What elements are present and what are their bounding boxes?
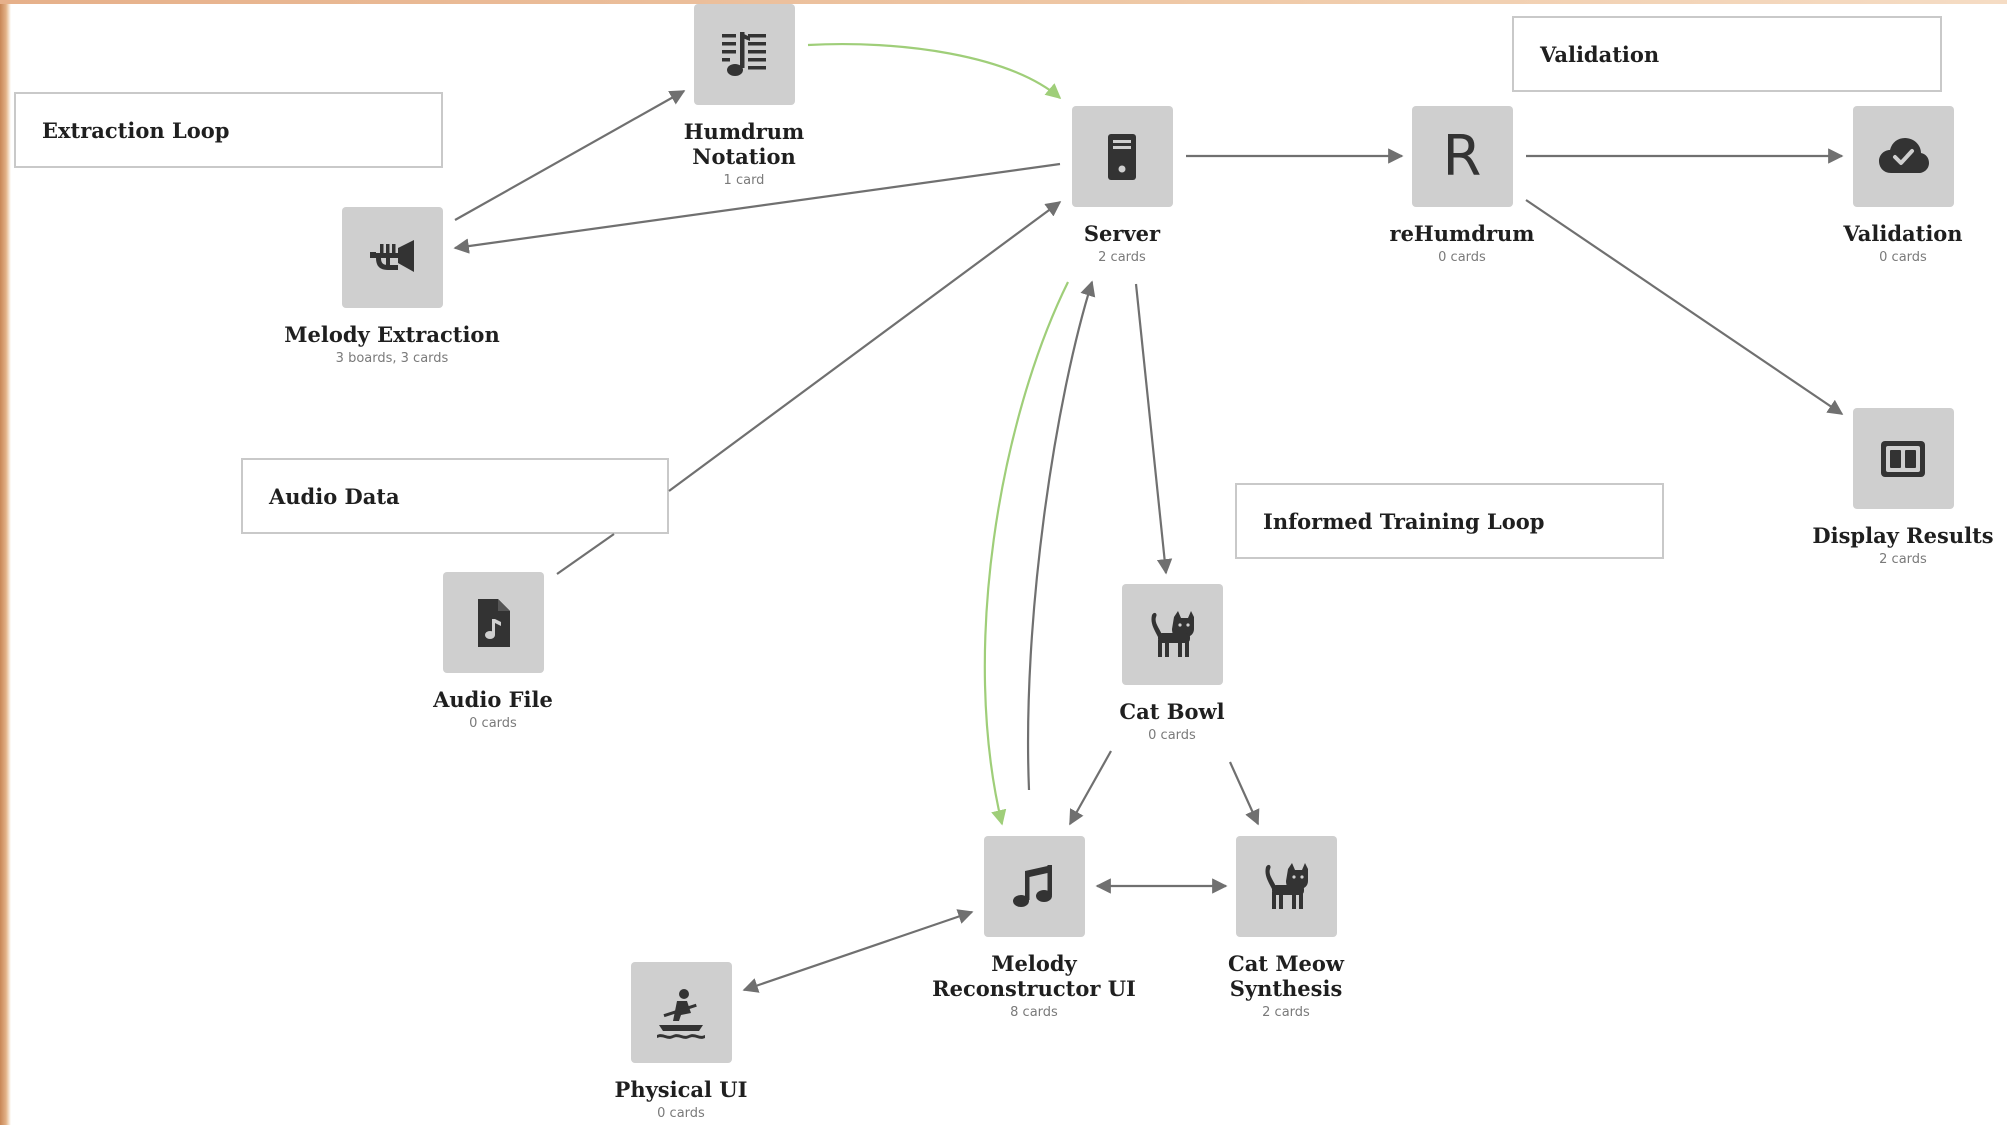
edge-server-to-melody-extraction [453,162,1061,254]
edge-physical-ui-melody-reconstructor [742,909,974,993]
node-tile[interactable] [630,962,732,1063]
node-validation[interactable]: Validation 0 cards [1793,106,2007,265]
group-audio-data[interactable]: Audio Data [241,458,669,534]
node-tile[interactable] [693,4,795,105]
node-tile[interactable] [341,207,443,308]
edge-audio-data-to-server [668,201,1062,492]
group-informed-training-loop[interactable]: Informed Training Loop [1235,483,1664,559]
node-tile[interactable]: R [1411,106,1513,207]
music-note-icon [1013,864,1052,907]
node-display-results[interactable]: Display Results 2 cards [1793,408,2007,567]
node-title: Display Results [1812,523,1994,548]
node-tile[interactable] [983,836,1085,937]
node-subtitle: 0 cards [1438,250,1486,265]
node-tile[interactable] [442,572,544,673]
node-tile[interactable] [1852,408,1954,509]
node-title: Server [1083,221,1161,246]
group-label: Informed Training Loop [1263,508,1545,534]
cat-icon [1265,862,1308,909]
node-subtitle: 8 cards [1010,1005,1058,1020]
node-rehumdrum[interactable]: R reHumdrum 0 cards [1352,106,1572,265]
diagram-canvas [11,4,2007,1125]
display-icon [1881,440,1925,477]
node-title: Physical UI [614,1077,748,1102]
edge-server-to-melody-reconstructor-highlight [983,281,1069,826]
edge-rehumdrum-to-display-results [1525,199,1844,415]
group-label: Extraction Loop [42,117,230,143]
group-extraction-loop[interactable]: Extraction Loop [14,92,443,168]
server-icon [1108,133,1136,180]
node-subtitle: 2 cards [1262,1005,1310,1020]
node-subtitle: 2 cards [1879,552,1927,567]
node-humdrum-notation[interactable]: Humdrum Notation 1 card [634,4,854,188]
node-subtitle: 0 cards [657,1106,705,1121]
cloud-check-icon [1879,137,1929,173]
window-top-strip [0,0,2007,4]
node-title: Validation [1843,221,1963,246]
node-subtitle: 1 card [723,173,765,188]
node-title: reHumdrum [1389,221,1535,246]
node-subtitle: 2 cards [1098,250,1146,265]
node-tile[interactable] [1071,106,1173,207]
edge-melody-reconstructor-to-server [1026,280,1096,791]
node-tile[interactable] [1852,106,1954,207]
node-title: Cat Bowl [1119,699,1225,724]
node-melody-extraction[interactable]: Melody Extraction 3 boards, 3 cards [282,207,502,366]
edge-cat-bowl-to-cat-meow [1228,761,1260,826]
node-title: Melody Reconstructor UI [924,951,1144,1001]
node-title-line1: Melody [991,951,1077,976]
edge-audio-file-to-audio-data [556,533,615,575]
node-cat-bowl[interactable]: Cat Bowl 0 cards [1062,584,1282,743]
group-label: Validation [1540,41,1660,67]
node-subtitle: 0 cards [1148,728,1196,743]
trumpet-icon [370,239,414,272]
edge-melody-extraction-to-humdrum [454,90,686,221]
audio-file-icon [478,598,510,647]
node-subtitle: 0 cards [1879,250,1927,265]
node-tile[interactable] [1235,836,1337,937]
r-letter-icon: R [1442,123,1482,189]
rowing-icon [657,988,705,1039]
group-label: Audio Data [269,483,400,509]
node-melody-reconstructor-ui[interactable]: Melody Reconstructor UI 8 cards [924,836,1144,1020]
node-cat-meow-synthesis[interactable]: Cat Meow Synthesis 2 cards [1176,836,1396,1020]
node-tile[interactable] [1121,584,1223,685]
music-notation-icon [722,31,766,76]
node-subtitle: 3 boards, 3 cards [335,351,449,366]
node-title-line2: Reconstructor UI [932,976,1136,1001]
node-subtitle: 0 cards [469,716,517,731]
node-title: Melody Extraction [284,322,500,347]
edge-server-to-cat-bowl [1134,283,1173,575]
node-title: Cat Meow Synthesis [1227,951,1345,1001]
node-server[interactable]: Server 2 cards [1012,106,1232,265]
node-title: Humdrum Notation [683,119,805,169]
group-validation[interactable]: Validation [1512,16,1942,92]
cat-icon [1151,610,1194,657]
edge-humdrum-to-server-highlight [807,42,1062,100]
node-audio-file[interactable]: Audio File 0 cards [383,572,603,731]
edge-cat-bowl-to-melody-reconstructor [1069,750,1112,826]
node-physical-ui[interactable]: Physical UI 0 cards [571,962,791,1121]
node-title: Audio File [433,687,553,712]
